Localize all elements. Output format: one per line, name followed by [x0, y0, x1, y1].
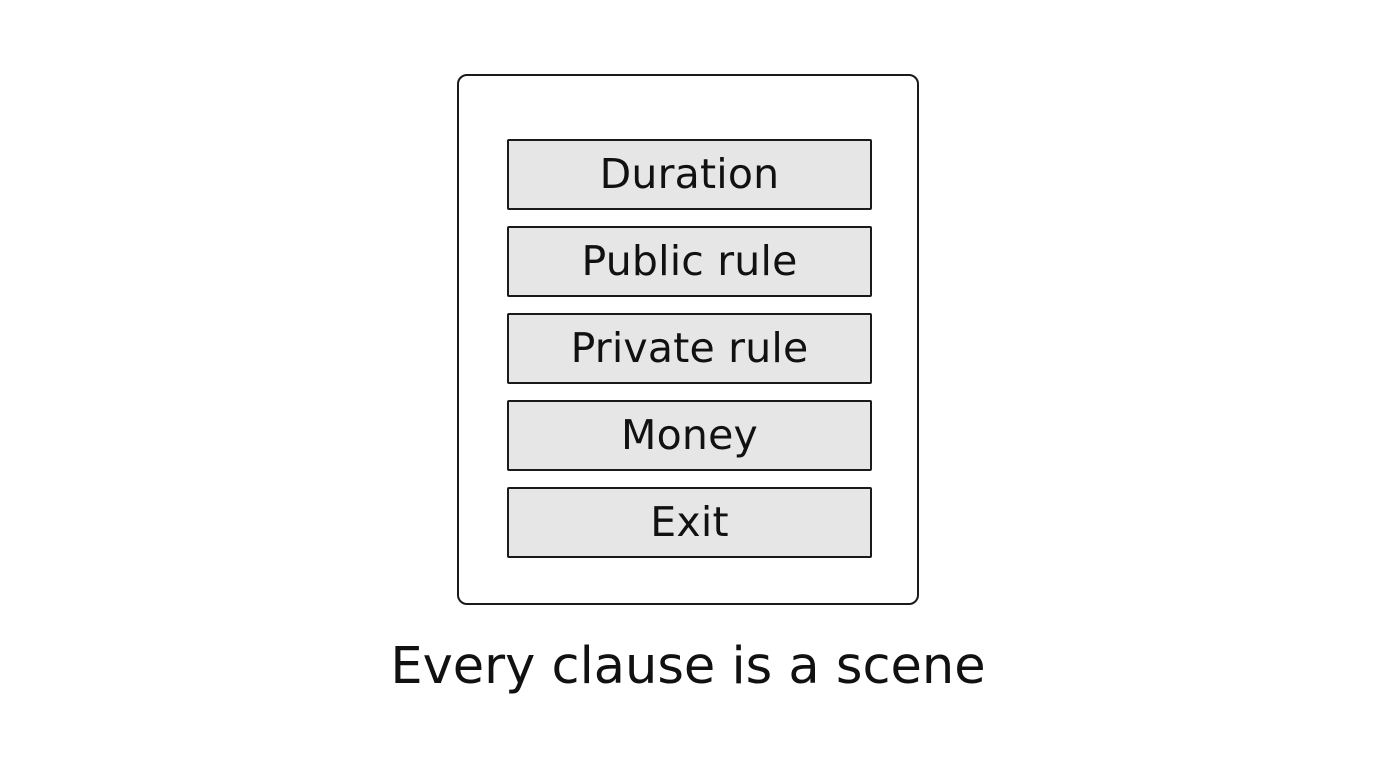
diagram-caption: Every clause is a scene	[390, 637, 986, 696]
clause-money: Money	[507, 400, 872, 471]
clause-exit: Exit	[507, 487, 872, 558]
clause-panel: Duration Public rule Private rule Money …	[457, 74, 919, 605]
clause-private-rule: Private rule	[507, 313, 872, 384]
clause-duration: Duration	[507, 139, 872, 210]
clause-list: Duration Public rule Private rule Money …	[507, 139, 872, 558]
clause-public-rule: Public rule	[507, 226, 872, 297]
